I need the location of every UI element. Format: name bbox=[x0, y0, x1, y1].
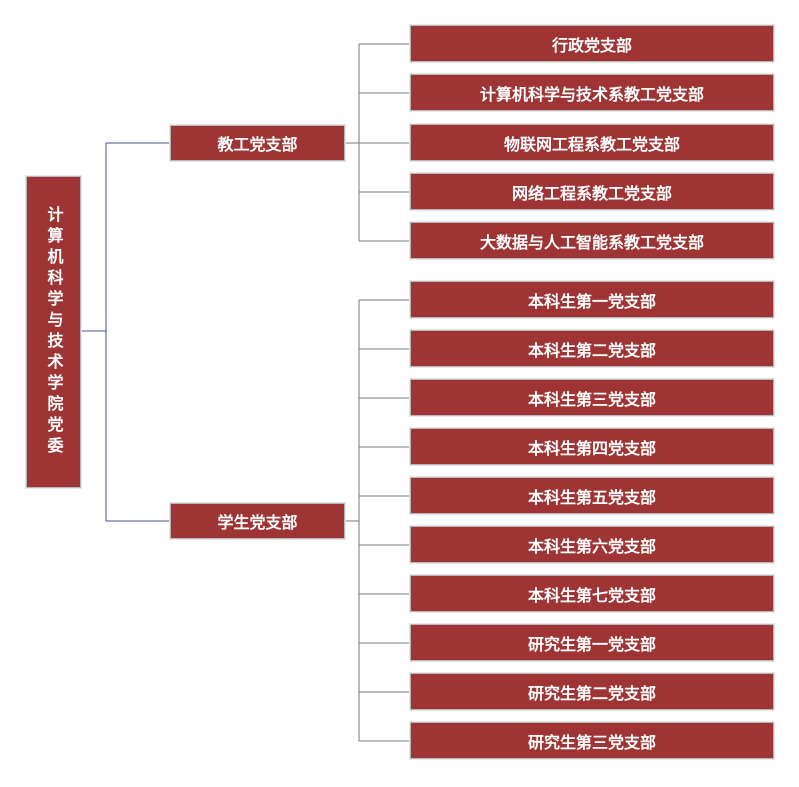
root-connector bbox=[81, 142, 170, 522]
leaf-node: 研究生第二党支部 bbox=[410, 673, 774, 710]
leaf-node: 行政党支部 bbox=[410, 25, 774, 62]
leaf-node: 本科生第六党支部 bbox=[410, 526, 774, 563]
branch-node-student: 学生党支部 bbox=[170, 503, 345, 539]
branch-1-connector bbox=[345, 43, 410, 242]
leaf-node: 本科生第三党支部 bbox=[410, 379, 774, 416]
leaf-node: 大数据与人工智能系教工党支部 bbox=[410, 222, 774, 259]
leaf-node: 本科生第二党支部 bbox=[410, 330, 774, 367]
leaf-node: 本科生第七党支部 bbox=[410, 575, 774, 612]
leaf-node: 研究生第一党支部 bbox=[410, 624, 774, 661]
leaf-node: 本科生第四党支部 bbox=[410, 428, 774, 465]
branch-2-connector bbox=[345, 299, 410, 742]
leaf-node: 本科生第五党支部 bbox=[410, 477, 774, 514]
leaf-node: 计算机科学与技术系教工党支部 bbox=[410, 74, 774, 111]
leaf-node: 物联网工程系教工党支部 bbox=[410, 124, 774, 161]
branch-node-faculty: 教工党支部 bbox=[170, 125, 345, 161]
leaf-node: 网络工程系教工党支部 bbox=[410, 173, 774, 210]
leaf-node: 研究生第三党支部 bbox=[410, 722, 774, 759]
leaf-node: 本科生第一党支部 bbox=[410, 281, 774, 318]
root-node: 计算机科学与技术学院党委 bbox=[26, 176, 81, 488]
